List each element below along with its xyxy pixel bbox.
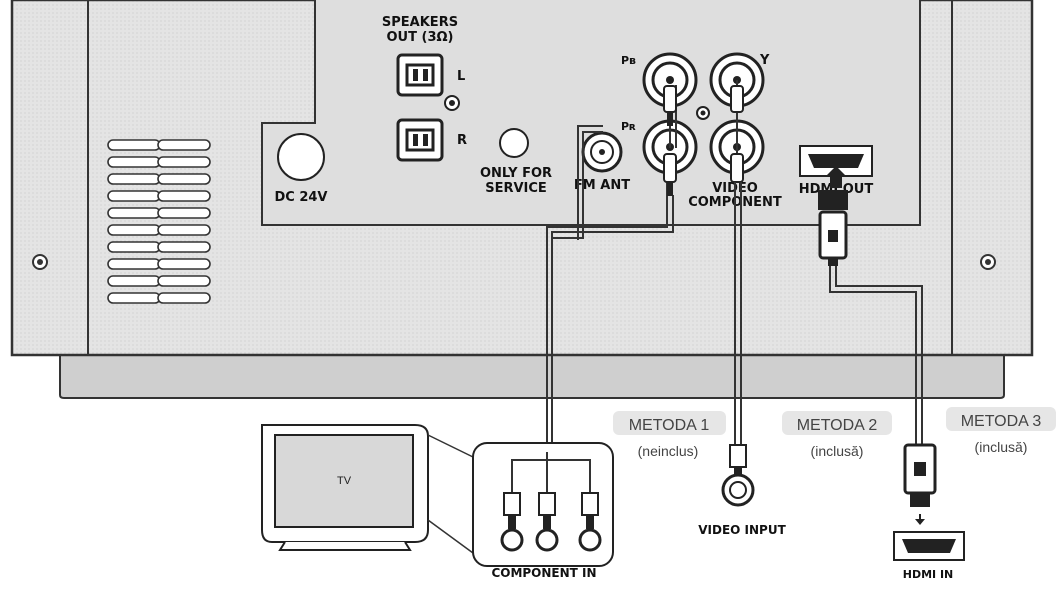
method-3-badge: [946, 407, 1056, 431]
vent-slot: [107, 139, 161, 151]
vent-slot: [157, 156, 211, 168]
vent-slot: [157, 258, 211, 270]
method-1-title: METODA 1: [629, 417, 710, 434]
rca-plug-icon: [578, 492, 602, 552]
vent-slot: [157, 224, 211, 236]
service-label-line2: SERVICE: [485, 181, 547, 196]
fm-antenna-jack[interactable]: [581, 131, 623, 173]
vent-slot: [107, 241, 161, 253]
speaker-terminal-left[interactable]: [396, 53, 444, 97]
rca-plug-icon: [535, 492, 559, 552]
video-input-jack[interactable]: [721, 473, 755, 507]
service-label-line1: ONLY FOR: [480, 166, 552, 181]
component-in-plugs: [500, 492, 602, 552]
method-2-note: (inclusă): [811, 443, 864, 459]
method-2-title: METODA 2: [797, 417, 878, 434]
method-1: METODA 1 (neinclus): [613, 411, 726, 459]
vent-slot: [157, 173, 211, 185]
component-in-cables: [511, 452, 591, 493]
vent-slot: [157, 207, 211, 219]
method-2: METODA 2 (inclusă): [782, 411, 892, 459]
vent-slot: [157, 139, 211, 151]
vent-slot: [157, 292, 211, 304]
method-2-badge: [782, 411, 892, 435]
rca-plug-icon: [500, 492, 524, 552]
screw-left-icon: [32, 254, 48, 270]
vent-slot: [157, 190, 211, 202]
tv-zoom-connector: [427, 434, 474, 554]
ventilation-grille: [107, 139, 211, 304]
device-rear-panel: [10, 0, 1034, 399]
method-3: METODA 3 (inclusă): [946, 407, 1056, 455]
ground-screw-icon: [444, 95, 460, 111]
video-cable: [729, 80, 747, 479]
vent-slot: [157, 241, 211, 253]
vent-slot: [157, 275, 211, 287]
speaker-left-label: L: [457, 69, 465, 84]
vent-slot: [107, 292, 161, 304]
fm-label: FM ANT: [574, 178, 630, 193]
method-3-note: (inclusă): [975, 439, 1028, 455]
speakers-title-line2: OUT (3Ω): [387, 30, 454, 45]
y-label: Y: [759, 53, 770, 68]
screw-right-icon: [980, 254, 996, 270]
speaker-right-label: R: [457, 133, 467, 148]
dc-label: DC 24V: [274, 190, 327, 205]
speakers-title-line1: SPEAKERS: [382, 15, 458, 30]
hdmi-in-label: HDMI IN: [903, 568, 954, 581]
tv-icon: [261, 424, 429, 551]
component-in-label: COMPONENT IN: [491, 566, 596, 580]
hdmi-arrow-icon: [915, 514, 925, 525]
tv-screen-label: TV: [337, 475, 352, 487]
vent-slot: [107, 173, 161, 185]
speaker-terminal-right[interactable]: [396, 118, 444, 162]
method-3-title: METODA 3: [961, 413, 1042, 430]
component-cables: [546, 85, 677, 460]
vent-slot: [107, 224, 161, 236]
pb-label: Pʙ: [621, 54, 636, 67]
hdmi-cable: [818, 166, 937, 507]
dc-jack[interactable]: [277, 133, 325, 181]
component-plug-pb: [663, 85, 677, 126]
hdmi-in-port[interactable]: [893, 531, 965, 561]
component-plug-pr: [663, 153, 677, 196]
ground-screw-2-icon: [696, 106, 710, 120]
vent-slot: [107, 156, 161, 168]
video-input-label: VIDEO INPUT: [698, 523, 786, 537]
pr-label: Pʀ: [621, 120, 636, 133]
vent-slot: [107, 190, 161, 202]
vent-slot: [107, 258, 161, 270]
method-1-note: (neinclus): [638, 443, 699, 459]
hdmi-out-label: HDMI OUT: [799, 182, 874, 197]
vent-slot: [107, 207, 161, 219]
method-1-badge: [613, 411, 726, 435]
speaker-terminals: SPEAKERS OUT (3Ω) L R: [382, 15, 467, 162]
service-port: [499, 128, 529, 158]
vent-slot: [107, 275, 161, 287]
